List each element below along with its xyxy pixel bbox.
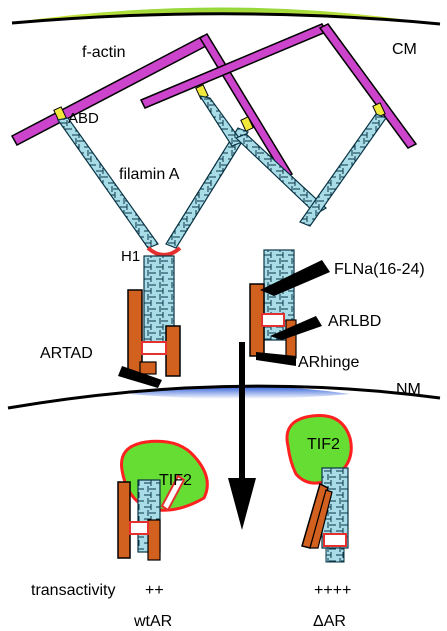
left-tif2-complex: [117, 439, 209, 561]
label-wt-activity: ++: [145, 582, 164, 599]
label-f-actin: f-actin: [82, 44, 126, 61]
cell-membrane: [11, 7, 441, 26]
translocation-arrow: [228, 342, 256, 530]
label-filamin-a: filamin A: [119, 166, 180, 183]
right-tif2-complex: [285, 413, 353, 563]
label-transactivity: transactivity: [31, 582, 115, 599]
label-tif2-right: TIF2: [307, 436, 340, 453]
left-receptor-complex: [127, 255, 181, 379]
label-h1: H1: [121, 248, 140, 265]
right-receptor-complex: [249, 249, 297, 359]
label-nm: NM: [396, 381, 421, 398]
label-delta-ar: ΔAR: [313, 613, 346, 630]
label-arhinge: ARhinge: [298, 354, 359, 371]
label-tif2-left: TIF2: [159, 472, 192, 489]
label-flna: FLNa(16-24): [334, 261, 425, 278]
h1-hinge: [146, 246, 182, 257]
label-arrows: [118, 260, 330, 388]
nuclear-membrane: [7, 384, 441, 410]
label-abd: ABD: [68, 110, 99, 127]
label-wtar: wtAR: [133, 613, 172, 630]
label-cm: CM: [392, 41, 417, 58]
label-delta-activity: ++++: [314, 582, 351, 599]
label-arlbd: ARLBD: [328, 313, 381, 330]
label-artad: ARTAD: [40, 345, 93, 362]
filamin-a-chains: [56, 95, 387, 249]
